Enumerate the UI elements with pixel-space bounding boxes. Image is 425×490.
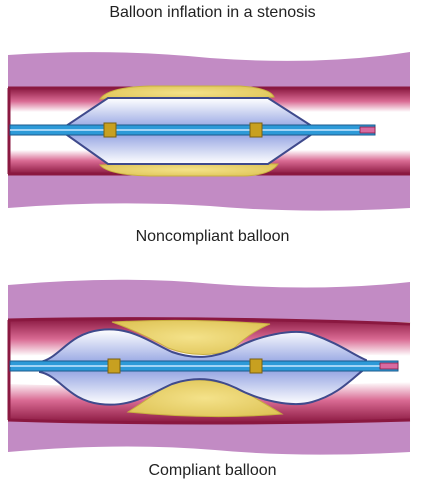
catheter-tip: [379, 362, 399, 370]
marker-band-right: [249, 122, 263, 138]
compliant-caption: Compliant balloon: [148, 462, 277, 479]
plaque-bottom: [98, 162, 279, 177]
diagram-title: Balloon inflation in a stenosis: [109, 4, 316, 21]
marker-band-left: [103, 122, 117, 138]
marker-band-left: [107, 358, 121, 374]
vessel-edge-bottom: [7, 418, 411, 425]
catheter-tip: [359, 126, 376, 134]
plaque-top: [111, 319, 271, 356]
noncompliant-caption: Noncompliant balloon: [135, 228, 290, 245]
compliant-panel: [7, 279, 411, 455]
vessel-edge-top: [7, 317, 411, 326]
noncompliant-panel: [7, 52, 410, 211]
marker-band-right: [249, 358, 263, 374]
